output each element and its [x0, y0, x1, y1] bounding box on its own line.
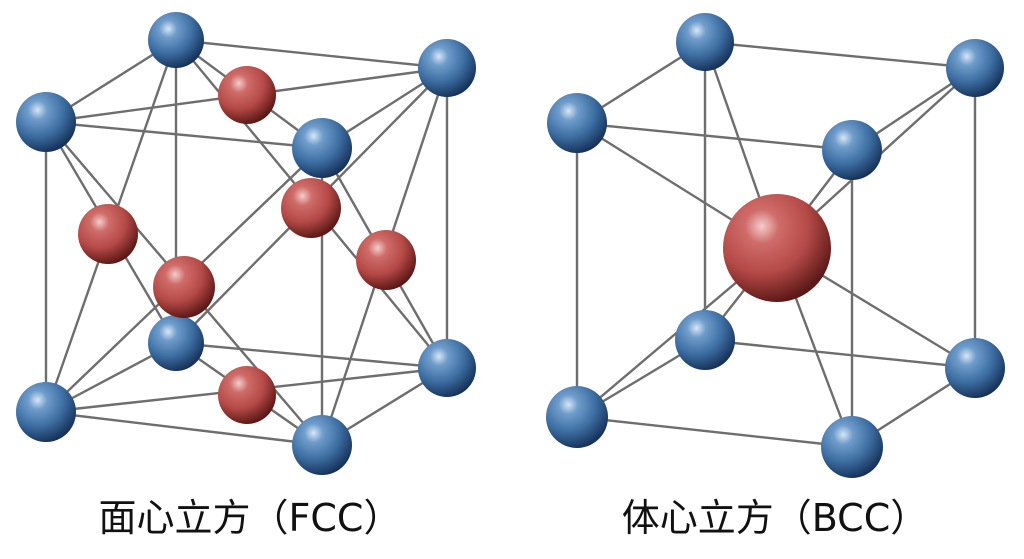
corner-atom: [546, 386, 608, 448]
face-center-atom: [78, 204, 138, 264]
cube-edge: [174, 341, 449, 370]
fcc-lattice: [16, 12, 476, 475]
corner-atom: [675, 310, 735, 370]
cube-edge: [575, 121, 854, 152]
corner-atom: [148, 12, 204, 68]
cube-edge: [703, 338, 977, 370]
corner-atom: [822, 120, 882, 180]
corner-atom: [16, 382, 76, 442]
fcc-caption: 面心立方（FCC）: [98, 496, 402, 540]
body-center-atom: [723, 194, 831, 302]
corner-atom: [945, 338, 1005, 398]
corner-atom: [16, 92, 76, 152]
corner-atom: [292, 118, 352, 178]
corner-atom: [946, 39, 1004, 97]
face-center-atom: [153, 256, 215, 318]
face-center-atom: [218, 66, 276, 124]
cube-edge: [174, 38, 449, 70]
corner-atom: [292, 415, 352, 475]
corner-atom: [418, 339, 476, 397]
corner-atom: [418, 39, 476, 97]
face-center-atom: [281, 178, 341, 238]
cube-edge: [44, 410, 324, 447]
cube-edge: [44, 120, 324, 150]
face-center-atom: [356, 230, 416, 290]
corner-atom: [676, 13, 734, 71]
bcc-lattice: [546, 13, 1005, 478]
face-center-atom: [218, 366, 276, 424]
corner-atom: [148, 315, 204, 371]
corner-atom: [547, 93, 607, 153]
corner-atom: [821, 416, 883, 478]
bcc-caption: 体心立方（BCC）: [621, 496, 929, 540]
cube-edge: [703, 40, 977, 70]
cube-edge: [575, 415, 854, 449]
